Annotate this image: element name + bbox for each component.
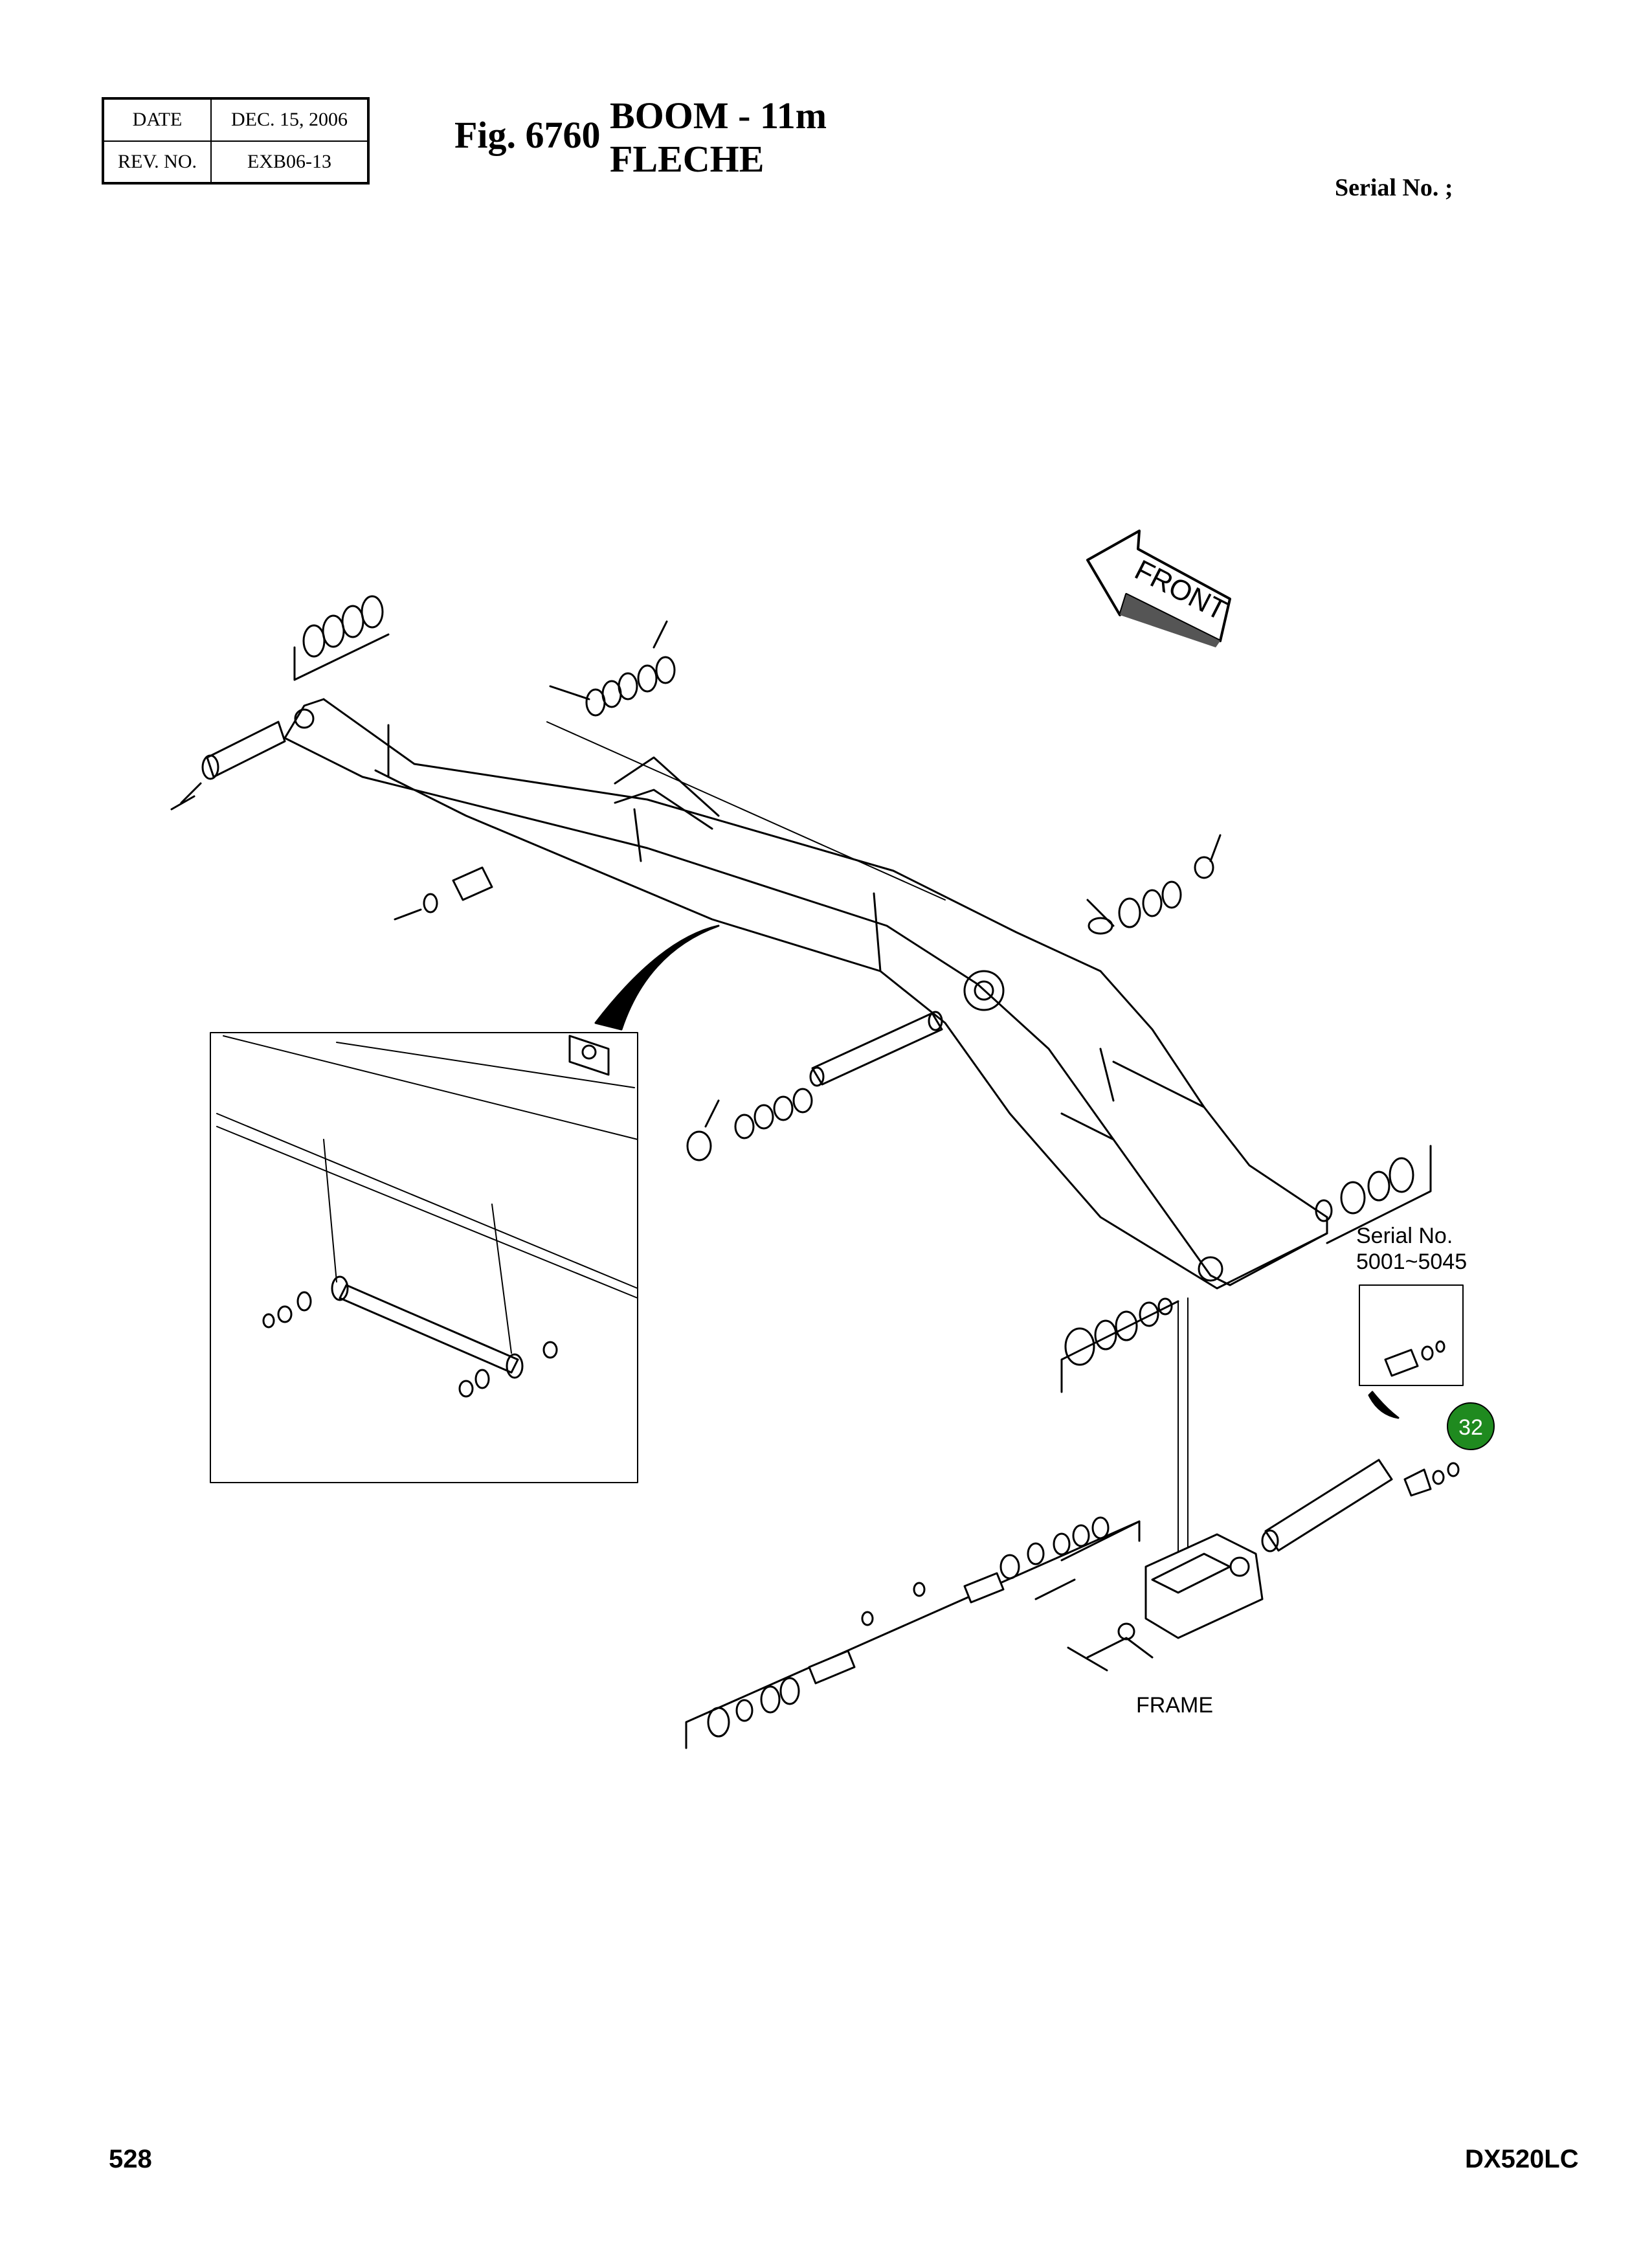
model-name: DX520LC xyxy=(1465,2145,1579,2173)
frame-label: FRAME xyxy=(1136,1693,1213,1718)
revision-info-table: DATE DEC. 15, 2006 REV. NO. EXB06-13 xyxy=(102,97,370,185)
rev-value: EXB06-13 xyxy=(210,140,369,184)
serial-inset: Serial No. 5001~5045 xyxy=(1356,1224,1467,1419)
serial-note-line1: Serial No. xyxy=(1356,1224,1453,1248)
callout-number: 32 xyxy=(1458,1415,1483,1440)
washer-stack-lower-middle xyxy=(1060,1297,1189,1606)
serial-note-line2: 5001~5045 xyxy=(1356,1250,1467,1274)
boom-body xyxy=(284,698,1328,1290)
foot-pin-assembly xyxy=(1261,1459,1460,1552)
middle-pin xyxy=(394,721,946,921)
washer-stack-right-lower xyxy=(1315,1145,1432,1244)
callout-32: 32 xyxy=(1447,1402,1495,1450)
title-english: BOOM - 11m xyxy=(610,95,827,137)
frame-assembly: FRAME xyxy=(1067,1533,1264,1718)
date-label: DATE xyxy=(102,98,212,142)
rev-label: REV. NO. xyxy=(102,140,212,184)
serial-number-header: Serial No. ; xyxy=(1335,174,1453,201)
washer-stack-right-upper xyxy=(1086,834,1222,935)
washer-stack-bottom-left xyxy=(685,1516,1141,1749)
detail-arrow xyxy=(594,925,720,1031)
detail-inset xyxy=(210,1032,638,1483)
title-french: FLECHE xyxy=(610,138,765,180)
washer-stack-top-middle xyxy=(549,620,676,717)
upper-pin-assembly xyxy=(170,595,390,811)
figure-number: Fig. 6760 xyxy=(454,114,601,156)
page-number: 528 xyxy=(109,2145,152,2173)
front-arrow: FRONT xyxy=(1086,530,1232,647)
center-long-pin xyxy=(686,1011,943,1161)
date-value: DEC. 15, 2006 xyxy=(210,98,369,142)
